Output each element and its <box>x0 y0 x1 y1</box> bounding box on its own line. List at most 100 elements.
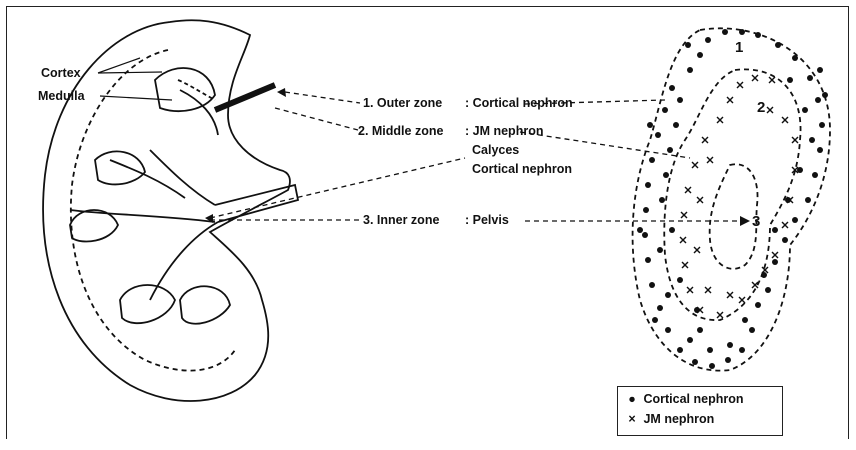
cortical-nephron-dot <box>665 327 671 333</box>
cortical-nephron-dot <box>692 359 698 365</box>
zone2-desc-calyces: Calyces <box>472 143 519 157</box>
cortical-nephron-dot <box>637 227 643 233</box>
jm-nephron-cross <box>769 77 775 83</box>
cortical-nephron-dot <box>663 172 669 178</box>
zone2-label: 2. Middle zone <box>358 124 443 138</box>
cortical-nephron-dot <box>739 347 745 353</box>
cortical-nephron-dot <box>772 259 778 265</box>
legend: ● Cortical nephron × JM nephron <box>617 386 783 436</box>
legend-label: JM nephron <box>643 412 714 426</box>
jm-nephron-cross <box>767 107 773 113</box>
jm-nephron-crosses <box>680 75 798 318</box>
jm-nephron-cross <box>727 292 733 298</box>
zone1-label: 1. Outer zone <box>363 96 442 110</box>
cortical-nephron-dot <box>647 122 653 128</box>
jm-nephron-cross <box>680 237 686 243</box>
cortical-nephron-dot <box>787 77 793 83</box>
cortical-nephron-dot <box>805 197 811 203</box>
cortical-nephron-dot <box>817 147 823 153</box>
cortical-nephron-dot <box>802 107 808 113</box>
zone2-desc-cortical: Cortical nephron <box>472 162 572 176</box>
cortical-nephron-dot <box>687 67 693 73</box>
cortical-nephron-dot <box>657 305 663 311</box>
cortical-nephron-dot <box>815 97 821 103</box>
cortical-nephron-dot <box>772 227 778 233</box>
zone3-desc: : Pelvis <box>465 213 509 227</box>
cortical-nephron-dot <box>677 97 683 103</box>
cortical-nephron-dot <box>645 182 651 188</box>
cortical-nephron-dot <box>645 257 651 263</box>
cortical-nephron-dot <box>807 75 813 81</box>
legend-label: Cortical nephron <box>643 392 743 406</box>
zone3-label: 3. Inner zone <box>363 213 439 227</box>
cortical-nephron-dot <box>697 52 703 58</box>
cortical-nephron-dot <box>707 347 713 353</box>
cortical-nephron-dot <box>809 137 815 143</box>
jm-nephron-cross <box>782 222 788 228</box>
jm-nephron-cross <box>682 262 688 268</box>
medulla-label: Medulla <box>38 89 85 103</box>
jm-nephron-cross <box>707 157 713 163</box>
cortical-nephron-dot <box>662 107 668 113</box>
zone2-desc: : JM nephron <box>465 124 543 138</box>
cortical-nephron-dot <box>739 29 745 35</box>
cortical-nephron-dot <box>782 237 788 243</box>
cortical-nephron-dot <box>812 172 818 178</box>
cortical-nephron-dot <box>709 363 715 369</box>
zone1-desc: : Cortical nephron <box>465 96 573 110</box>
cortical-nephron-dot <box>687 337 693 343</box>
cortical-nephron-dot <box>657 247 663 253</box>
jm-nephron-cross <box>687 287 693 293</box>
legend-cross-icon: × <box>624 412 640 426</box>
cortical-nephron-dot <box>685 42 691 48</box>
cortical-nephron-dot <box>822 92 828 98</box>
jm-nephron-cross <box>685 187 691 193</box>
cortical-nephron-dot <box>669 85 675 91</box>
jm-nephron-cross <box>752 75 758 81</box>
cortical-nephron-dot <box>749 327 755 333</box>
legend-dot-icon: ● <box>624 392 640 406</box>
cortical-nephron-dot <box>649 157 655 163</box>
jm-nephron-cross <box>705 287 711 293</box>
jm-nephron-cross <box>681 212 687 218</box>
zone-number-1: 1 <box>735 40 743 56</box>
jm-nephron-cross <box>727 97 733 103</box>
cortical-nephron-dot <box>697 327 703 333</box>
cortical-nephron-dot <box>673 122 679 128</box>
cortical-nephron-dot <box>727 342 733 348</box>
jm-nephron-cross <box>692 162 698 168</box>
zone-number-3: 3 <box>752 214 760 230</box>
cortical-nephron-dot <box>705 37 711 43</box>
cortical-nephron-dot <box>725 357 731 363</box>
jm-nephron-cross <box>694 247 700 253</box>
legend-item-jm: × JM nephron <box>624 412 714 426</box>
cortical-nephron-dot <box>792 217 798 223</box>
cortical-nephron-dot <box>649 282 655 288</box>
cortical-nephron-dot <box>722 29 728 35</box>
cortical-nephron-dot <box>742 317 748 323</box>
cortical-nephron-dot <box>755 302 761 308</box>
cortical-nephron-dot <box>655 132 661 138</box>
cortical-nephron-dot <box>677 277 683 283</box>
cortical-nephron-dot <box>817 67 823 73</box>
cortex-label: Cortex <box>41 66 81 80</box>
cortical-nephron-dot <box>642 232 648 238</box>
jm-nephron-cross <box>772 252 778 258</box>
cortical-nephron-dot <box>665 292 671 298</box>
jm-nephron-cross <box>717 117 723 123</box>
cortical-nephron-dot <box>667 147 673 153</box>
jm-nephron-cross <box>702 137 708 143</box>
cortical-nephron-dot <box>765 287 771 293</box>
cortical-nephron-dot <box>677 347 683 353</box>
jm-nephron-cross <box>717 312 723 318</box>
cortical-nephron-dot <box>659 197 665 203</box>
jm-nephron-cross <box>782 117 788 123</box>
cortical-nephron-dot <box>792 55 798 61</box>
cortical-nephron-dot <box>819 122 825 128</box>
cortical-nephron-dot <box>652 317 658 323</box>
jm-nephron-cross <box>697 197 703 203</box>
jm-nephron-cross <box>737 82 743 88</box>
cortical-nephron-dot <box>755 32 761 38</box>
zone-number-2: 2 <box>757 100 765 116</box>
